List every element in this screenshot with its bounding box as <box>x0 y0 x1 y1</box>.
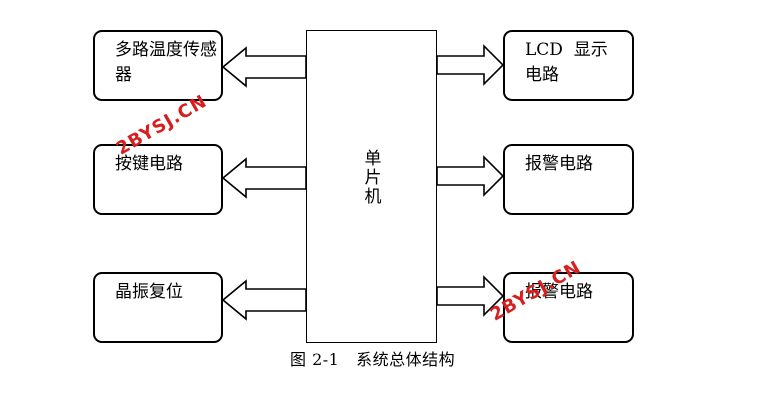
arrow-mcu-to-crystal-reset <box>221 279 307 321</box>
arrow-mcu-to-alarm-2 <box>436 275 505 317</box>
mcu-block <box>306 30 437 343</box>
arrow-mcu-to-keypad <box>221 157 307 199</box>
arrow-mcu-to-alarm-1 <box>436 155 505 197</box>
keypad-circuit-label: 按键电路 <box>115 154 183 174</box>
arrow-mcu-to-temp-sensor <box>221 46 307 88</box>
alarm-circuit-label-1: 报警电路 <box>525 154 593 174</box>
crystal-reset-block: 晶振复位 <box>93 272 223 343</box>
lcd-display-label: LCD 显示电路 <box>525 40 608 85</box>
arrow-mcu-to-lcd <box>436 44 505 86</box>
alarm-circuit-block-2: 报警电路 <box>503 272 634 343</box>
temp-sensor-block: 多路温度传感器 <box>93 30 223 101</box>
mcu-label: 单片机 <box>364 149 382 207</box>
figure-caption: 图 2-1 系统总体结构 <box>290 350 456 369</box>
keypad-circuit-block: 按键电路 <box>93 144 223 215</box>
alarm-circuit-block-1: 报警电路 <box>503 144 634 215</box>
temp-sensor-label: 多路温度传感器 <box>115 40 217 85</box>
crystal-reset-label: 晶振复位 <box>115 282 183 302</box>
lcd-display-block: LCD 显示电路 <box>503 30 634 101</box>
alarm-circuit-label-2: 报警电路 <box>525 282 593 302</box>
